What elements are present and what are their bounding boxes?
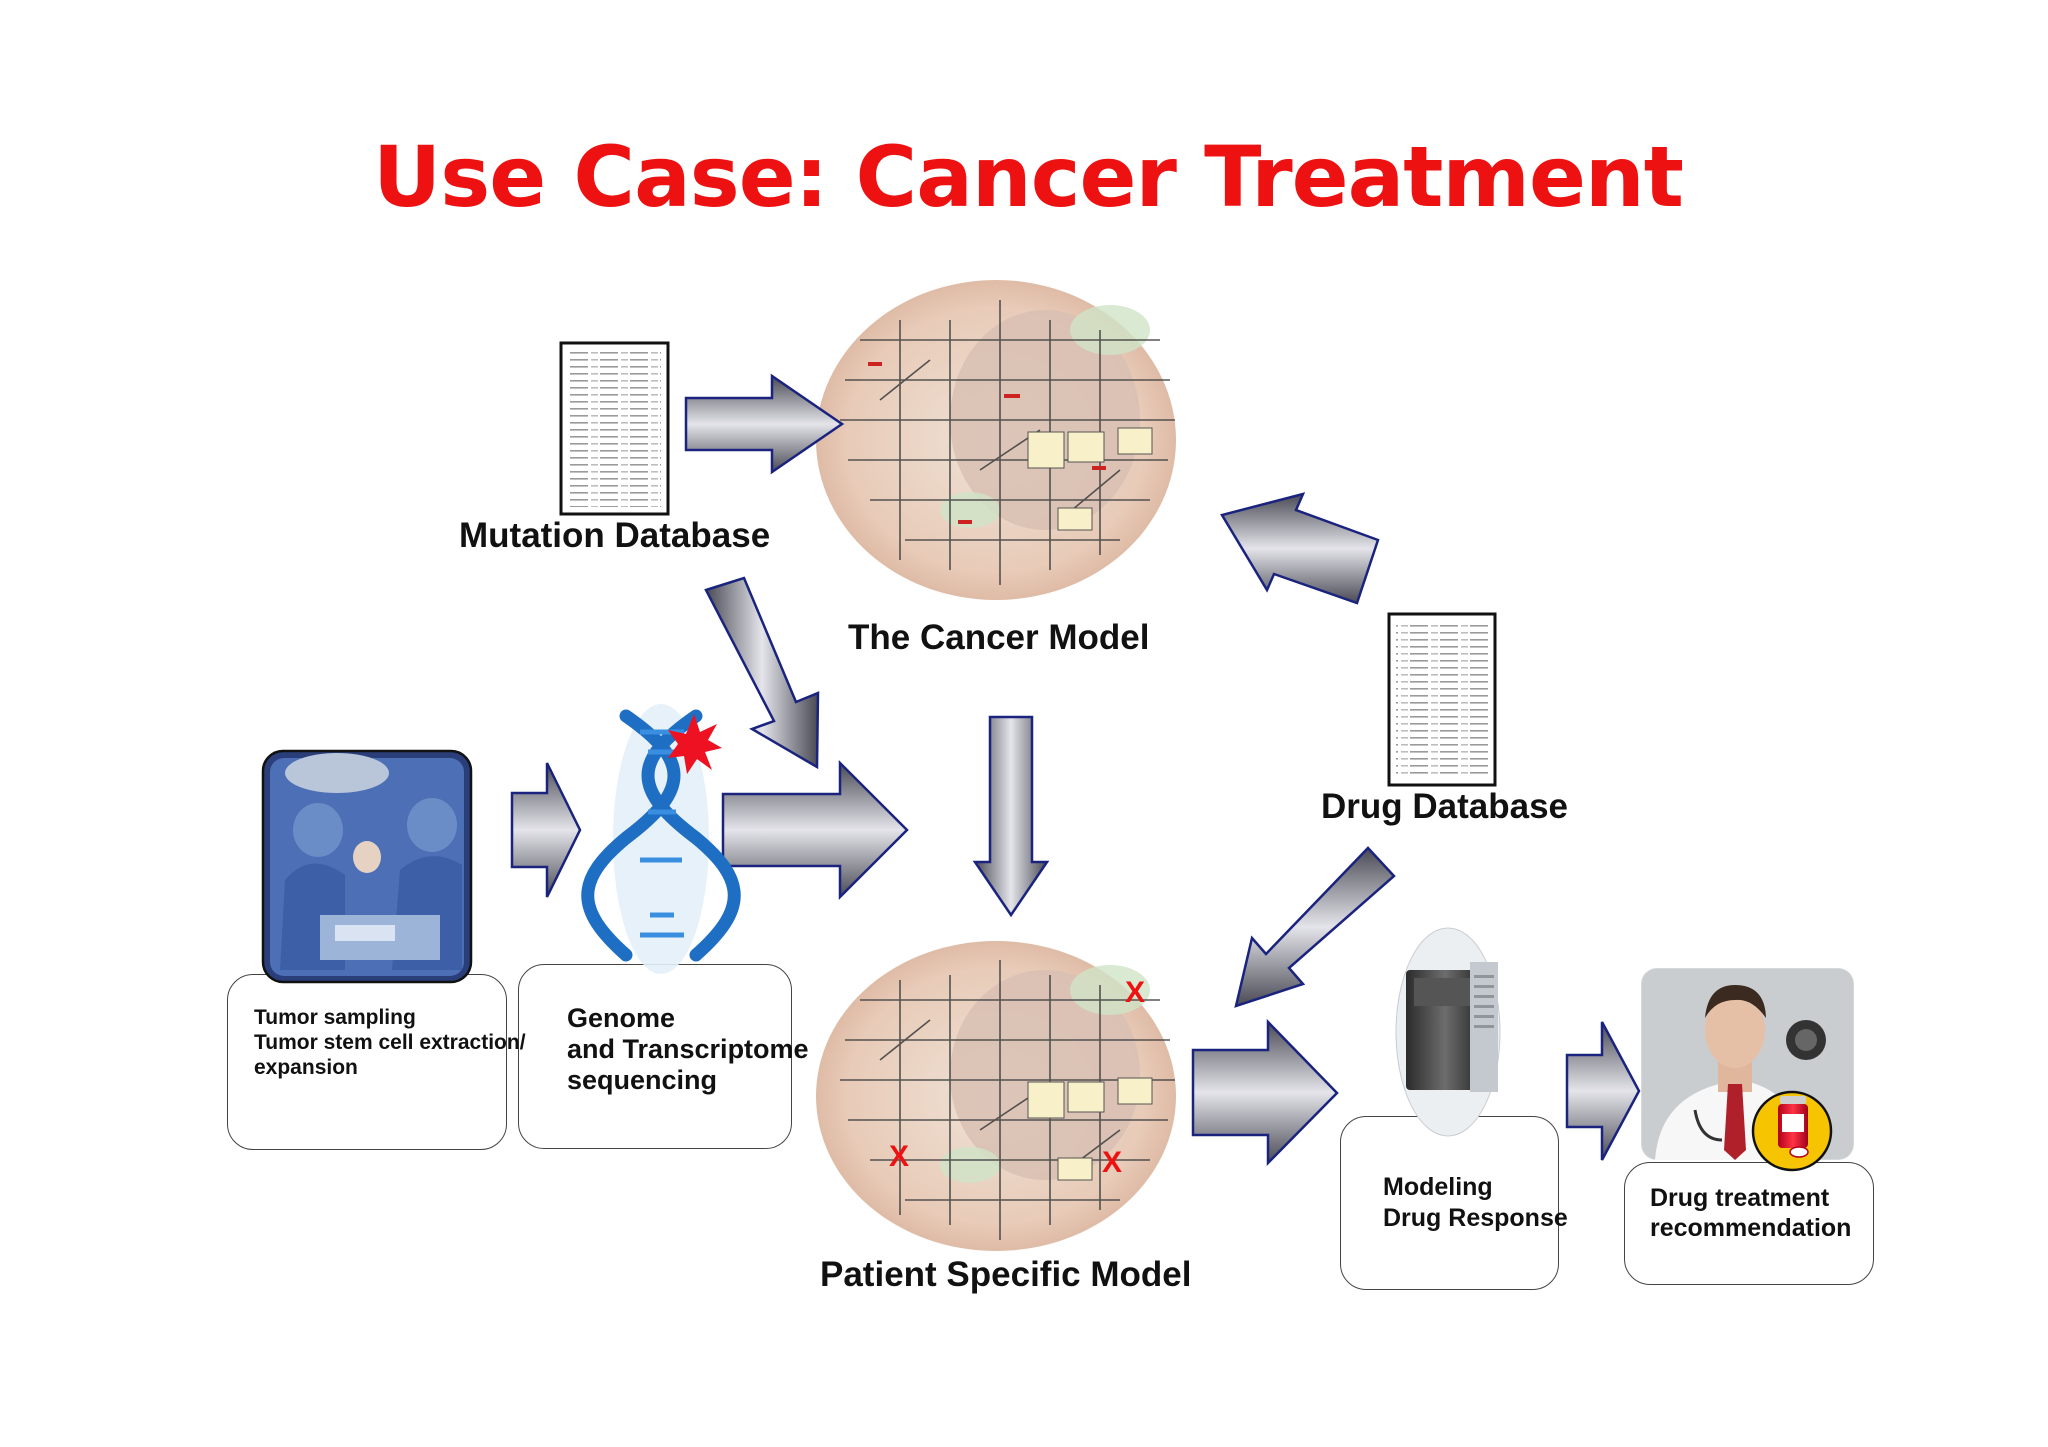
modeling-drug-response-text: Modeling Drug Response	[1383, 1172, 1568, 1234]
modeling-drug-response-box	[1340, 1116, 1559, 1290]
drug-treatment-box	[1624, 1162, 1874, 1285]
patient-specific-model-label: Patient Specific Model	[820, 1255, 1192, 1294]
pill-bottle-icon	[1751, 1090, 1833, 1172]
knockout-marker-1: X	[1125, 976, 1146, 1009]
tumor-sampling-box	[227, 974, 507, 1150]
genome-sequencing-text: Genome and Transcriptome sequencing	[567, 1003, 809, 1096]
genome-line-3: sequencing	[567, 1065, 718, 1095]
server-computer-icon	[1395, 927, 1501, 1137]
modeling-line-2: Drug Response	[1383, 1204, 1568, 1232]
surgeons-photo	[261, 749, 473, 984]
cancer-model-cell-diagram	[816, 280, 1176, 600]
genome-line-1: Genome	[567, 1003, 676, 1033]
arrow-sequencing-to-patient-model	[721, 759, 909, 901]
arrow-mutation-to-cancer-model	[684, 373, 845, 475]
genome-sequencing-box	[518, 964, 792, 1149]
treatment-line-1: Drug treatment	[1650, 1184, 1830, 1212]
drug-database-document-icon	[1387, 612, 1497, 787]
knockout-marker-2: X	[889, 1140, 910, 1173]
arrow-drug-db-to-cancer-model	[1220, 492, 1380, 605]
drug-treatment-text: Drug treatment recommendation	[1650, 1183, 1851, 1243]
arrow-patient-model-to-modeling	[1191, 1018, 1339, 1167]
mutation-database-document-icon	[559, 341, 670, 516]
modeling-line-1: Modeling	[1383, 1173, 1493, 1201]
arrow-modeling-to-treatment	[1565, 1021, 1641, 1161]
patient-specific-model-cell-diagram	[816, 941, 1176, 1251]
dna-helix-icon	[581, 704, 741, 974]
treatment-line-2: recommendation	[1650, 1214, 1852, 1242]
tumor-sampling-text: Tumor sampling Tumor stem cell extractio…	[254, 1005, 526, 1080]
genome-line-2: and Transcriptome	[567, 1034, 809, 1064]
arrow-mutation-to-patient-model	[704, 576, 820, 770]
tumor-line-1: Tumor sampling	[254, 1006, 416, 1029]
arrow-cancer-to-patient-model	[972, 715, 1050, 918]
tumor-line-3: expansion	[254, 1056, 358, 1079]
drug-database-label: Drug Database	[1321, 787, 1569, 826]
mutation-burst-icon	[668, 714, 722, 774]
mutation-database-label: Mutation Database	[459, 516, 771, 555]
cancer-model-label: The Cancer Model	[848, 618, 1150, 657]
tumor-line-2: Tumor stem cell extraction/	[254, 1031, 526, 1054]
knockout-marker-3: X	[1102, 1146, 1123, 1179]
slide-title: Use Case: Cancer Treatment	[373, 128, 1684, 226]
arrow-drug-db-to-patient-model	[1234, 846, 1396, 1008]
arrow-tumor-to-sequencing	[510, 762, 582, 898]
